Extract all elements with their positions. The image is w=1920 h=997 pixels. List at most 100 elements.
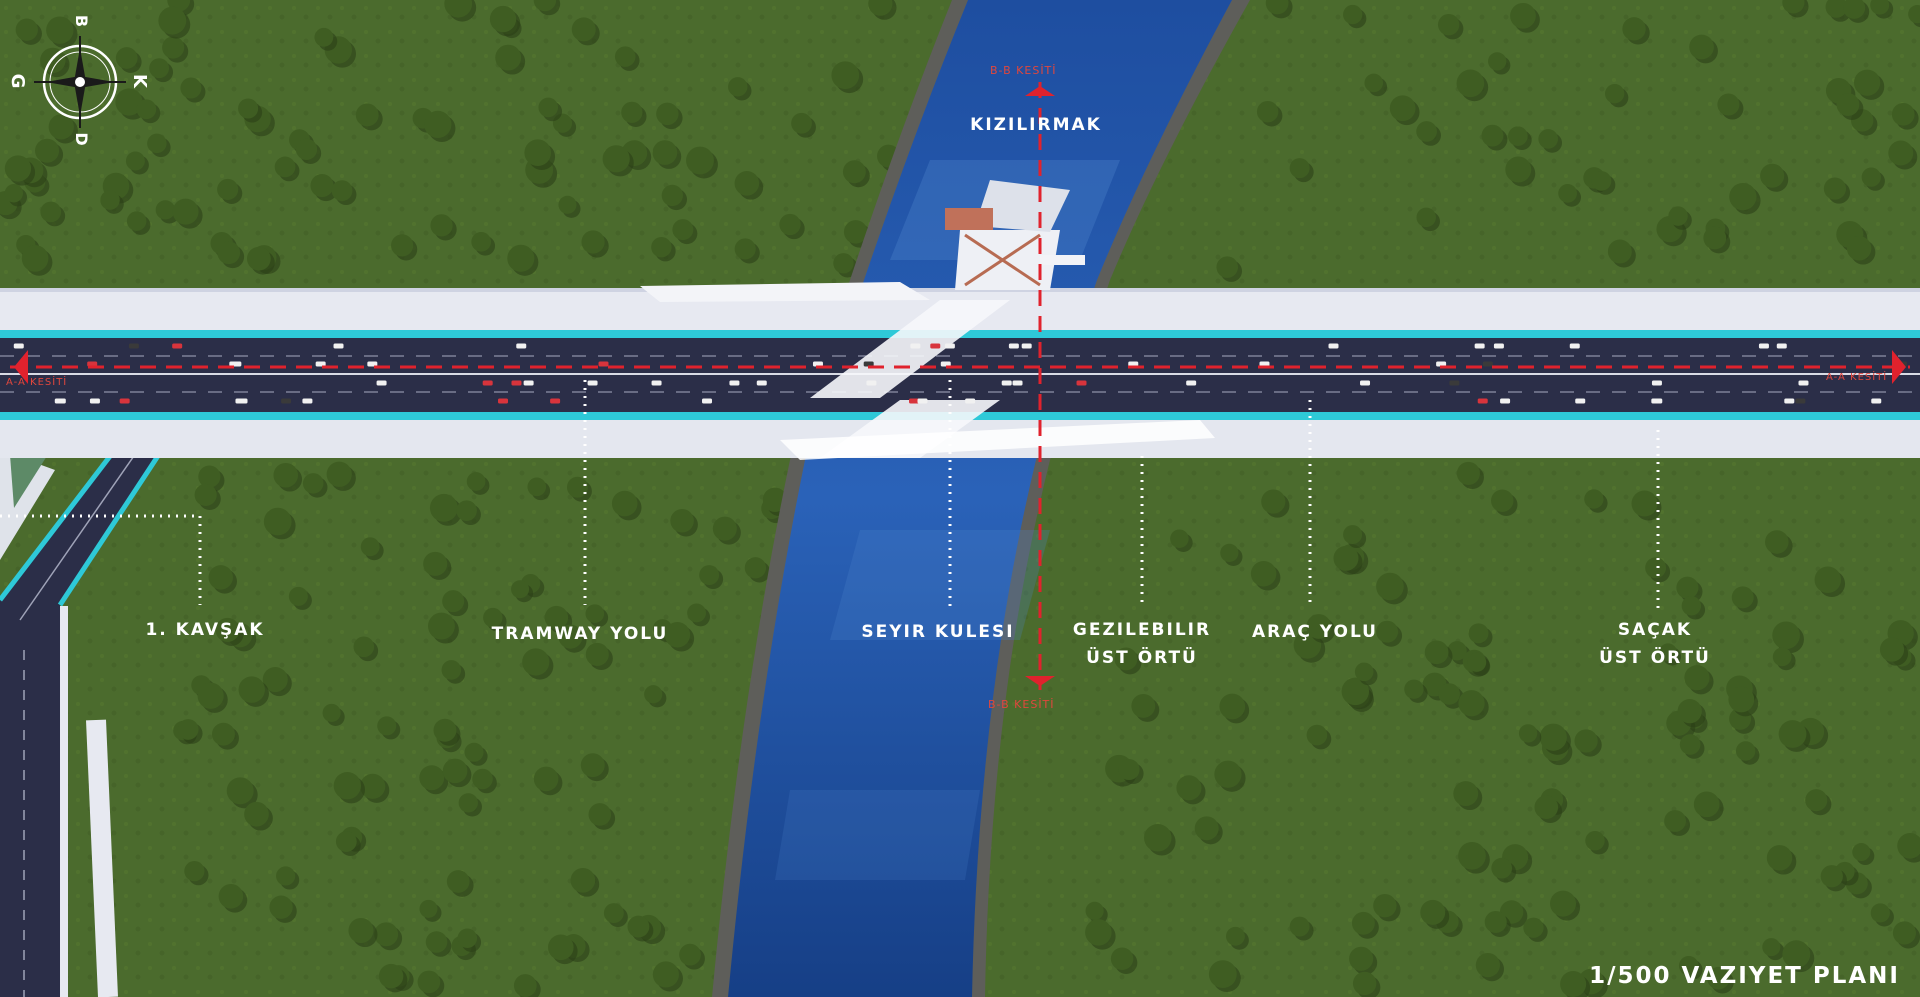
tree — [1879, 637, 1905, 662]
tree — [621, 101, 643, 123]
car — [1128, 361, 1139, 367]
car — [231, 361, 242, 367]
tree — [217, 241, 241, 265]
tree — [1814, 566, 1842, 594]
tree — [699, 565, 720, 586]
junction-label: 1. KAVŞAK — [145, 620, 264, 640]
tree — [374, 922, 399, 947]
tree — [458, 793, 478, 813]
tree — [1534, 795, 1559, 820]
tree — [1505, 156, 1532, 183]
tree — [1591, 171, 1612, 191]
tree — [430, 214, 453, 237]
tree — [446, 870, 470, 893]
tree — [1729, 182, 1757, 211]
car — [909, 398, 920, 404]
tree — [1194, 816, 1219, 841]
tree — [456, 500, 477, 521]
plan-title: 1/500 VAZIYET PLANI — [1589, 963, 1900, 989]
tree — [513, 974, 537, 997]
tree — [35, 138, 60, 163]
tree — [1437, 13, 1460, 36]
tree — [263, 507, 292, 536]
section-bb-top-label: B-B KESİTİ — [990, 64, 1057, 77]
tree — [1558, 183, 1577, 203]
compass-north-label: B — [72, 15, 91, 29]
car — [1021, 343, 1032, 349]
car — [1575, 398, 1586, 404]
car — [866, 380, 877, 386]
tree — [1766, 845, 1793, 871]
eave-roof-label-line2: ÜST ÖRTÜ — [1599, 646, 1711, 668]
tree — [511, 580, 530, 599]
car — [1569, 343, 1580, 349]
tree — [314, 27, 334, 47]
tree — [1488, 52, 1507, 71]
tree — [1256, 100, 1279, 123]
tree — [611, 490, 638, 517]
junction-road — [0, 428, 178, 997]
car — [863, 361, 874, 367]
car — [523, 380, 534, 386]
tree — [162, 36, 185, 59]
tree — [274, 156, 296, 178]
tree — [155, 200, 176, 220]
tree — [1676, 576, 1699, 599]
tree — [1373, 894, 1397, 918]
tree — [1131, 693, 1156, 718]
section-lines — [10, 82, 1910, 690]
car — [944, 343, 955, 349]
tree — [353, 636, 375, 658]
car — [1008, 343, 1019, 349]
tree — [1853, 69, 1881, 96]
tree — [779, 213, 801, 236]
tree — [548, 934, 574, 961]
tree — [1631, 490, 1658, 517]
car — [315, 361, 326, 367]
car — [1360, 380, 1371, 386]
car — [930, 343, 941, 349]
section-aa-left-label: A-A KESİTİ — [6, 375, 67, 388]
tree — [1823, 177, 1847, 200]
tree — [21, 245, 49, 272]
tree — [1550, 890, 1577, 917]
car — [1449, 380, 1460, 386]
tree — [1491, 489, 1514, 512]
tree — [1888, 140, 1914, 166]
tree — [1214, 760, 1242, 788]
tree — [1846, 236, 1872, 261]
tree — [1681, 596, 1702, 616]
tree — [147, 133, 167, 154]
river-label: KIZILIRMAK — [970, 115, 1102, 135]
car — [729, 380, 740, 386]
tree — [1782, 940, 1811, 969]
tree — [429, 493, 458, 522]
tree — [136, 99, 157, 120]
tree — [15, 18, 38, 41]
tree — [212, 722, 235, 746]
tree — [1491, 857, 1513, 879]
car — [1474, 343, 1485, 349]
tree — [843, 220, 868, 244]
tramway-label: TRAMWAY YOLU — [492, 624, 669, 644]
car — [1795, 398, 1806, 404]
tree — [1843, 0, 1866, 19]
tree — [1765, 530, 1789, 554]
tree — [651, 236, 672, 258]
tree — [273, 462, 299, 488]
tree — [262, 667, 288, 693]
tree — [1735, 741, 1756, 761]
observation-tower — [945, 180, 1085, 290]
car — [587, 380, 598, 386]
tree — [1510, 2, 1536, 29]
tree — [686, 146, 714, 175]
tree — [1684, 665, 1710, 691]
tree — [4, 184, 24, 203]
tree — [1208, 960, 1237, 989]
tree — [238, 676, 265, 703]
tree — [1861, 167, 1881, 187]
tree — [868, 0, 893, 16]
tree — [276, 866, 296, 886]
tree — [1456, 69, 1485, 98]
